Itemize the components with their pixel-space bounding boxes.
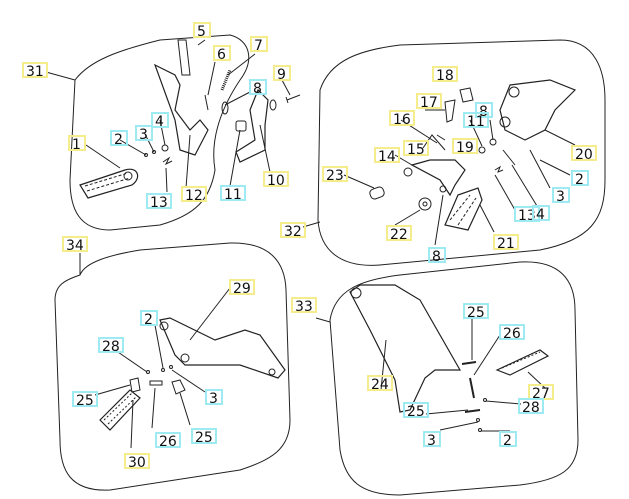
callout-part-25: 25 [403,402,429,420]
bolt-part-9 [285,94,301,104]
washer [269,99,277,111]
bracket-part-12 [153,63,209,156]
callout-part-2: 2 [140,310,158,328]
footpeg-part-21 [444,187,483,231]
callout-part-10: 10 [263,171,289,189]
group-33-outline [329,261,579,496]
callout-part-15: 15 [403,140,429,158]
callout-part-18: 18 [432,66,458,84]
callout-part-8: 8 [428,247,446,265]
plate-part-25 [129,377,141,393]
footpeg-tread [84,172,131,192]
footpeg-part-1 [79,168,139,199]
callout-part-25: 25 [191,428,217,446]
callout-part-12: 12 [181,186,207,204]
callout-part-3: 3 [135,125,153,143]
callout-part-22: 22 [386,225,412,243]
callout-part-31: 31 [22,62,48,80]
callout-part-17: 17 [416,93,442,111]
bolt [123,171,133,181]
clip-part-13 [162,156,173,166]
callout-part-20: 20 [571,145,597,163]
callout-part-3: 3 [423,431,441,449]
callout-part-28: 28 [98,337,124,355]
callout-part-2: 2 [571,170,589,188]
group-34-outline [54,242,291,491]
link-part-14 [410,159,466,197]
footpeg-part-27 [495,349,550,376]
leader [315,317,331,323]
footpeg-part-30 [99,389,141,431]
cap-part-22 [418,197,432,211]
callout-part-3: 3 [552,187,570,205]
callout-part-30: 30 [124,453,150,471]
callout-part-33: 33 [291,297,317,315]
group-31-outline [69,34,250,231]
leader [45,71,76,81]
callout-part-13: 13 [146,193,172,211]
callout-part-25: 25 [463,303,489,321]
bushing-part-11 [235,120,247,132]
spring-part-5 [177,39,191,76]
callout-part-6: 6 [213,45,231,63]
callout-part-19: 19 [452,138,478,156]
callout-part-2: 2 [499,431,517,449]
plate-part-25b [171,379,186,395]
bracket-part-29 [159,317,286,379]
callout-part-32: 32 [280,222,306,240]
bushing-part-23 [369,186,385,200]
pin-part-26 [469,377,475,399]
callout-part-28: 28 [518,398,544,416]
callout-part-21: 21 [493,234,519,252]
pedal-part-10 [235,88,269,163]
callout-part-4: 4 [532,205,550,223]
pin-part-4 [502,149,516,166]
callout-part-7: 7 [250,36,268,54]
callout-part-8: 8 [249,79,267,97]
callout-part-23: 23 [322,166,348,184]
callout-part-5: 5 [193,22,211,40]
callout-part-13: 13 [514,206,540,224]
callout-part-3: 3 [205,389,223,407]
callout-part-29: 29 [229,279,255,297]
callout-part-25: 25 [72,391,98,409]
callout-part-24: 24 [367,375,393,393]
plate-part-17 [444,99,456,123]
callout-part-9: 9 [273,65,291,83]
callout-part-4: 4 [151,112,169,130]
callout-part-34: 34 [62,236,88,254]
callout-part-26: 26 [499,324,525,342]
spring-part-6 [204,94,209,111]
washer-part-8 [439,185,447,193]
callout-part-2: 2 [110,130,128,148]
callout-part-14: 14 [374,147,400,165]
callout-part-11: 11 [220,185,246,203]
callout-part-16: 16 [389,110,415,128]
bracket-part-20 [499,79,577,141]
washer [221,101,229,115]
callout-part-1: 1 [68,135,86,153]
callout-part-26: 26 [155,432,181,450]
callout-part-11: 11 [463,112,489,130]
spring-part-7 [220,69,232,91]
pin-part-26 [149,380,163,386]
clamp-part-18 [459,87,474,103]
group-32-outline [317,39,606,266]
bracket-part-24 [349,284,462,413]
leader [302,221,321,228]
